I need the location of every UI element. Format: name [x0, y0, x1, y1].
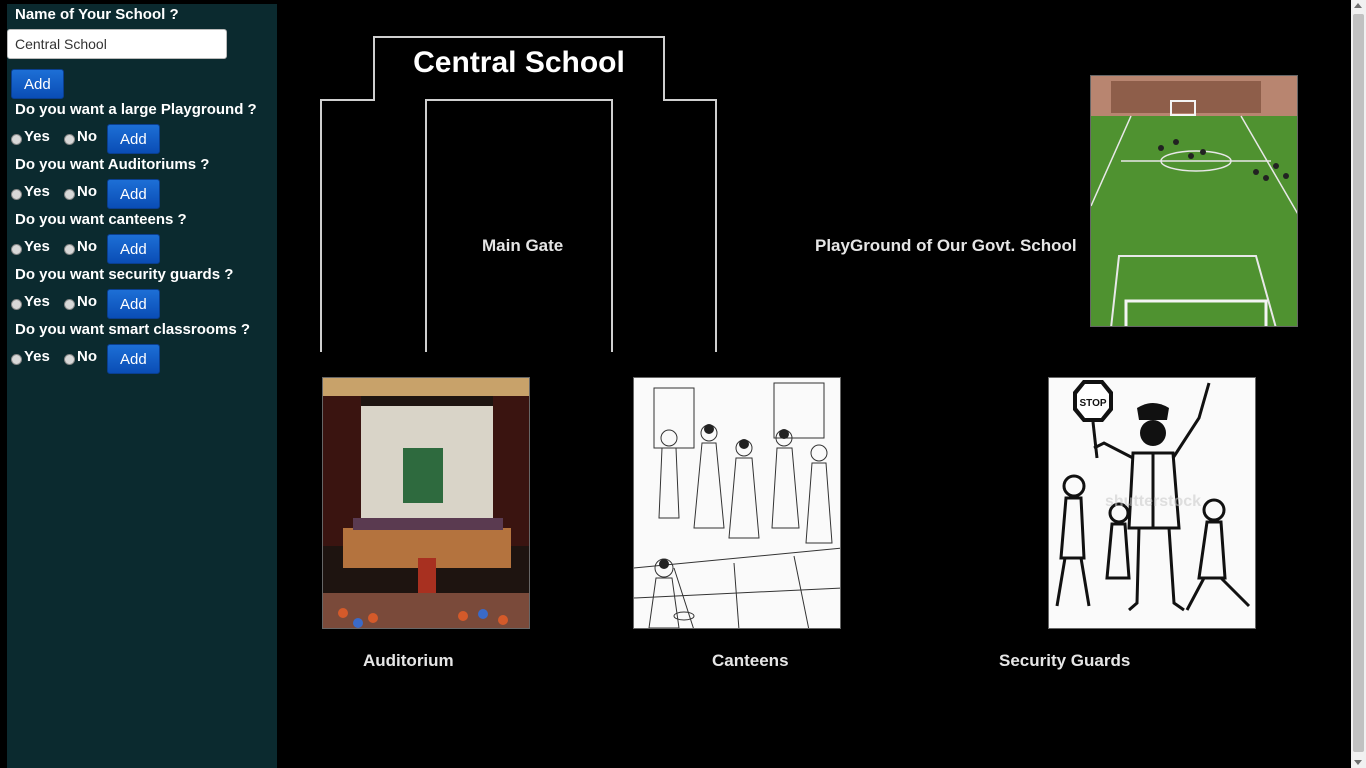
playground-no-radio[interactable] — [64, 134, 75, 145]
playground-yes-radio[interactable] — [11, 134, 22, 145]
security-options: Yes No — [11, 289, 271, 319]
school-title: Central School — [413, 46, 625, 79]
playground-image — [1090, 75, 1298, 327]
scrollbar-thumb[interactable] — [1353, 14, 1364, 752]
security-guards-label: Security Guards — [999, 651, 1131, 670]
auditoriums-question-label: Do you want Auditoriums ? — [15, 156, 210, 173]
main-gate-drawing — [320, 36, 717, 352]
canteens-image — [633, 377, 841, 629]
scroll-down-arrow-icon[interactable] — [1354, 760, 1362, 765]
security-no-label: No — [77, 293, 97, 310]
stop-sign-text: STOP — [1079, 398, 1106, 409]
playground-no-label: No — [77, 128, 97, 145]
smart-classrooms-options: Yes No — [11, 344, 271, 374]
security-no-radio[interactable] — [64, 299, 75, 310]
security-yes-label: Yes — [24, 293, 50, 310]
add-smart-classrooms-button[interactable]: Add — [107, 344, 160, 374]
add-school-name-button[interactable]: Add — [11, 69, 64, 99]
school-name-input[interactable] — [7, 29, 227, 59]
canteens-label: Canteens — [712, 651, 789, 670]
canteens-options: Yes No — [11, 234, 271, 264]
scroll-up-arrow-icon[interactable] — [1354, 3, 1362, 8]
school-name-label: Name of Your School ? — [15, 6, 179, 23]
auditoriums-no-radio[interactable] — [64, 189, 75, 200]
add-security-button[interactable]: Add — [107, 289, 160, 319]
auditoriums-yes-radio[interactable] — [11, 189, 22, 200]
canteens-no-label: No — [77, 238, 97, 255]
sidebar: Name of Your School ? Add Do you want a … — [7, 4, 277, 768]
smart-classrooms-no-radio[interactable] — [64, 354, 75, 365]
canteens-yes-radio[interactable] — [11, 244, 22, 255]
canteens-yes-label: Yes — [24, 238, 50, 255]
smart-classrooms-no-label: No — [77, 348, 97, 365]
canteens-question-label: Do you want canteens ? — [15, 211, 187, 228]
playground-label: PlayGround of Our Govt. School — [815, 236, 1077, 255]
auditoriums-no-label: No — [77, 183, 97, 200]
smart-classrooms-yes-radio[interactable] — [11, 354, 22, 365]
auditoriums-yes-label: Yes — [24, 183, 50, 200]
security-guards-image: STOP shutterstock — [1048, 377, 1256, 629]
security-yes-radio[interactable] — [11, 299, 22, 310]
add-canteens-button[interactable]: Add — [107, 234, 160, 264]
security-question-label: Do you want security guards ? — [15, 266, 234, 283]
svg-text:shutterstock: shutterstock — [1105, 493, 1201, 510]
add-playground-button[interactable]: Add — [107, 124, 160, 154]
playground-yes-label: Yes — [24, 128, 50, 145]
smart-classrooms-question-label: Do you want smart classrooms ? — [15, 321, 251, 338]
canteens-no-radio[interactable] — [64, 244, 75, 255]
auditorium-label: Auditorium — [363, 651, 454, 670]
playground-options: Yes No — [11, 124, 271, 154]
auditoriums-options: Yes No — [11, 179, 271, 209]
page-scrollbar[interactable] — [1351, 0, 1366, 768]
auditorium-image — [322, 377, 530, 629]
main-gate-label: Main Gate — [482, 236, 564, 255]
smart-classrooms-yes-label: Yes — [24, 348, 50, 365]
playground-question-label: Do you want a large Playground ? — [15, 101, 257, 118]
add-auditoriums-button[interactable]: Add — [107, 179, 160, 209]
